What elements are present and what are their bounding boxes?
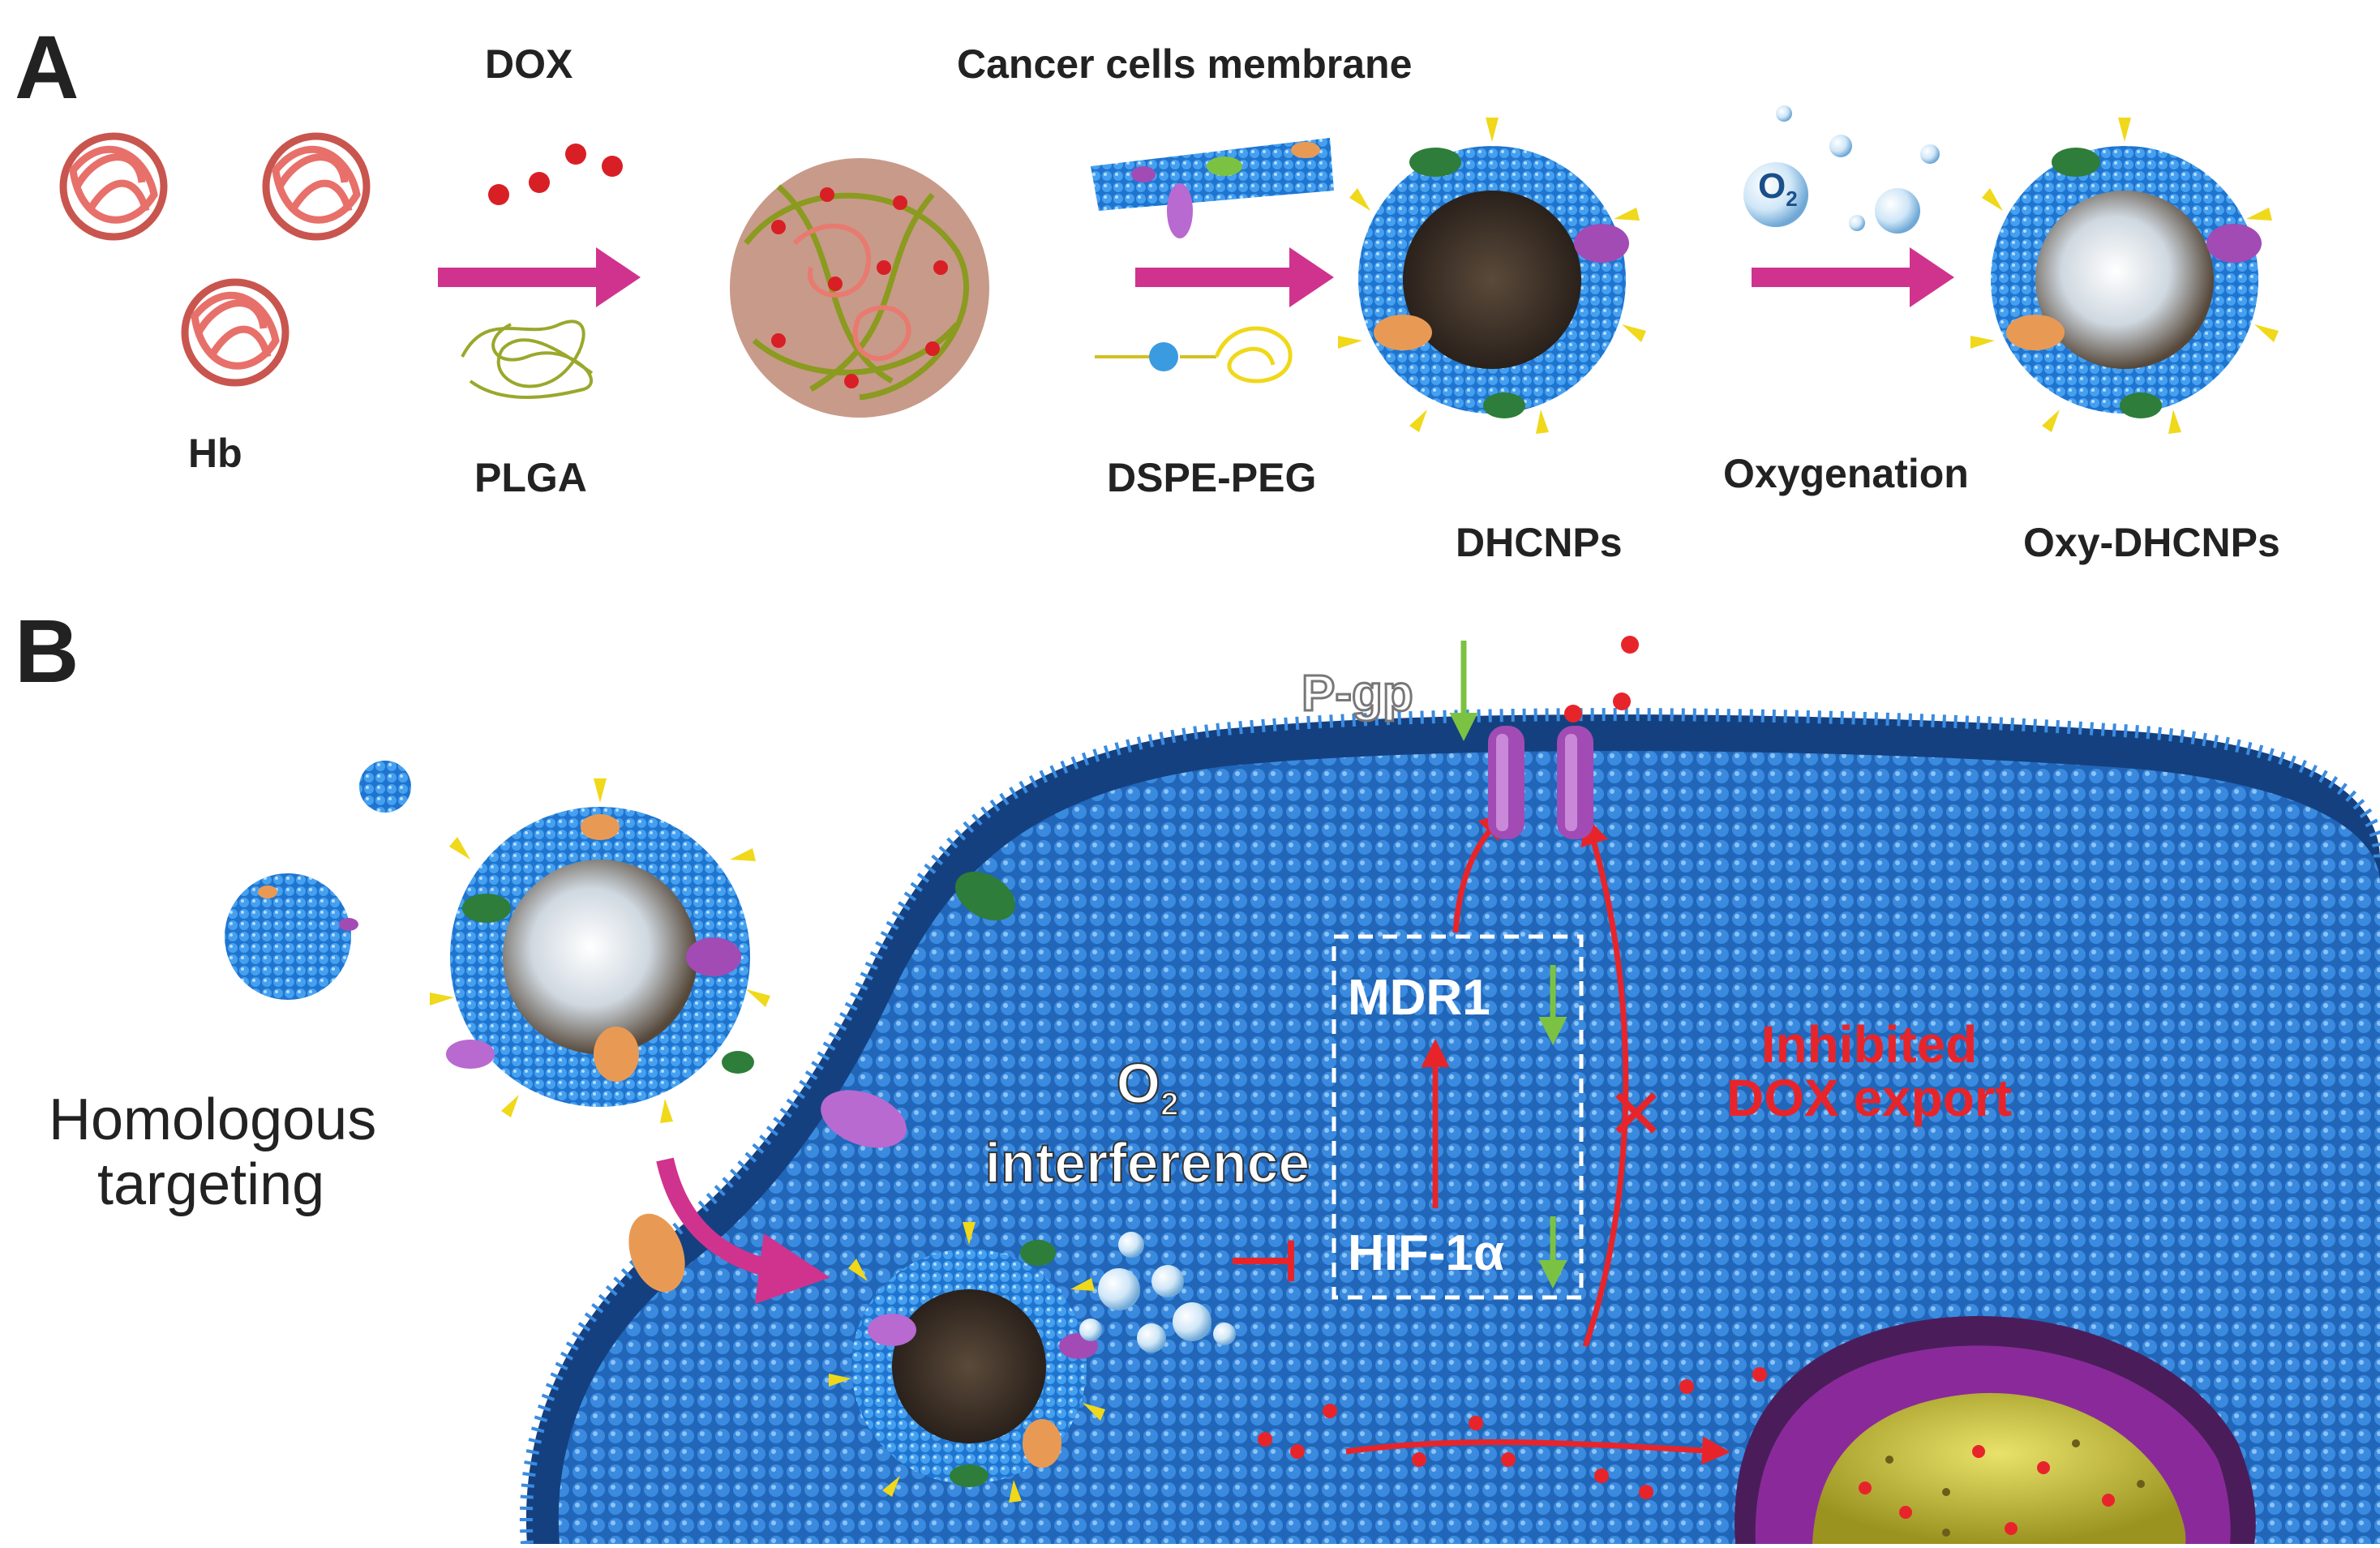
oxy-dhcnps-label: Oxy-DHCNPs <box>2023 520 2280 565</box>
cell-nucleus <box>1735 1316 2256 1544</box>
cancer-cell-membrane-slab <box>1091 138 1334 238</box>
dhcnp-nanoparticle <box>1338 118 1646 434</box>
process-arrow-3 <box>1752 247 1954 307</box>
small-nanoparticle <box>225 761 411 1000</box>
gene-regulation-box <box>1332 934 1584 1300</box>
targeting-label: targeting <box>97 1152 325 1217</box>
dhcnps-label: DHCNPs <box>1456 520 1623 565</box>
oxygen-bubbles <box>1743 105 1940 234</box>
panel-a-letter: A <box>15 18 79 118</box>
dox-export-path <box>1580 816 1629 1348</box>
hif-label: HIF-1α <box>1348 1225 1505 1281</box>
process-arrow-1 <box>438 247 641 307</box>
oxygenation-label: Oxygenation <box>1723 451 1969 496</box>
export-blocked-cross <box>1615 1092 1657 1134</box>
hb-label: Hb <box>188 431 242 476</box>
oxy-dhcnp-nanoparticle <box>1970 118 2279 434</box>
process-arrow-2 <box>1135 247 1334 307</box>
homologous-label: Homologous <box>49 1087 377 1152</box>
internalized-nanoparticle <box>829 1222 1105 1503</box>
dspe-peg-label: DSPE-PEG <box>1107 455 1317 500</box>
plga-polymer <box>461 319 594 399</box>
plga-label: PLGA <box>474 455 587 500</box>
oxygen-release-bubbles <box>1079 1232 1236 1353</box>
membrane-label: Cancer cells membrane <box>957 41 1413 87</box>
dox-to-nucleus-arrow <box>1345 1436 1730 1465</box>
hb-protein-cluster <box>59 132 371 387</box>
pgp-label: P-gp <box>1301 665 1415 723</box>
dox-drug-dots <box>1258 636 1767 1499</box>
internalization-arrow <box>656 1157 830 1305</box>
membrane-proteins <box>628 871 1015 1293</box>
hb-plga-core-nanoparticle <box>730 158 989 418</box>
dox-molecules <box>488 144 623 205</box>
mdr1-label: MDR1 <box>1348 970 1490 1026</box>
p-gp-transporter <box>1488 726 1593 839</box>
inhibition-marker <box>1233 1241 1294 1281</box>
dspe-peg-molecule <box>1095 326 1293 384</box>
targeting-nanoparticle <box>430 778 770 1123</box>
panel-b-letter: B <box>15 602 79 701</box>
o2-bubble-label: O2 <box>1758 166 1798 211</box>
dox-label: DOX <box>485 41 573 87</box>
